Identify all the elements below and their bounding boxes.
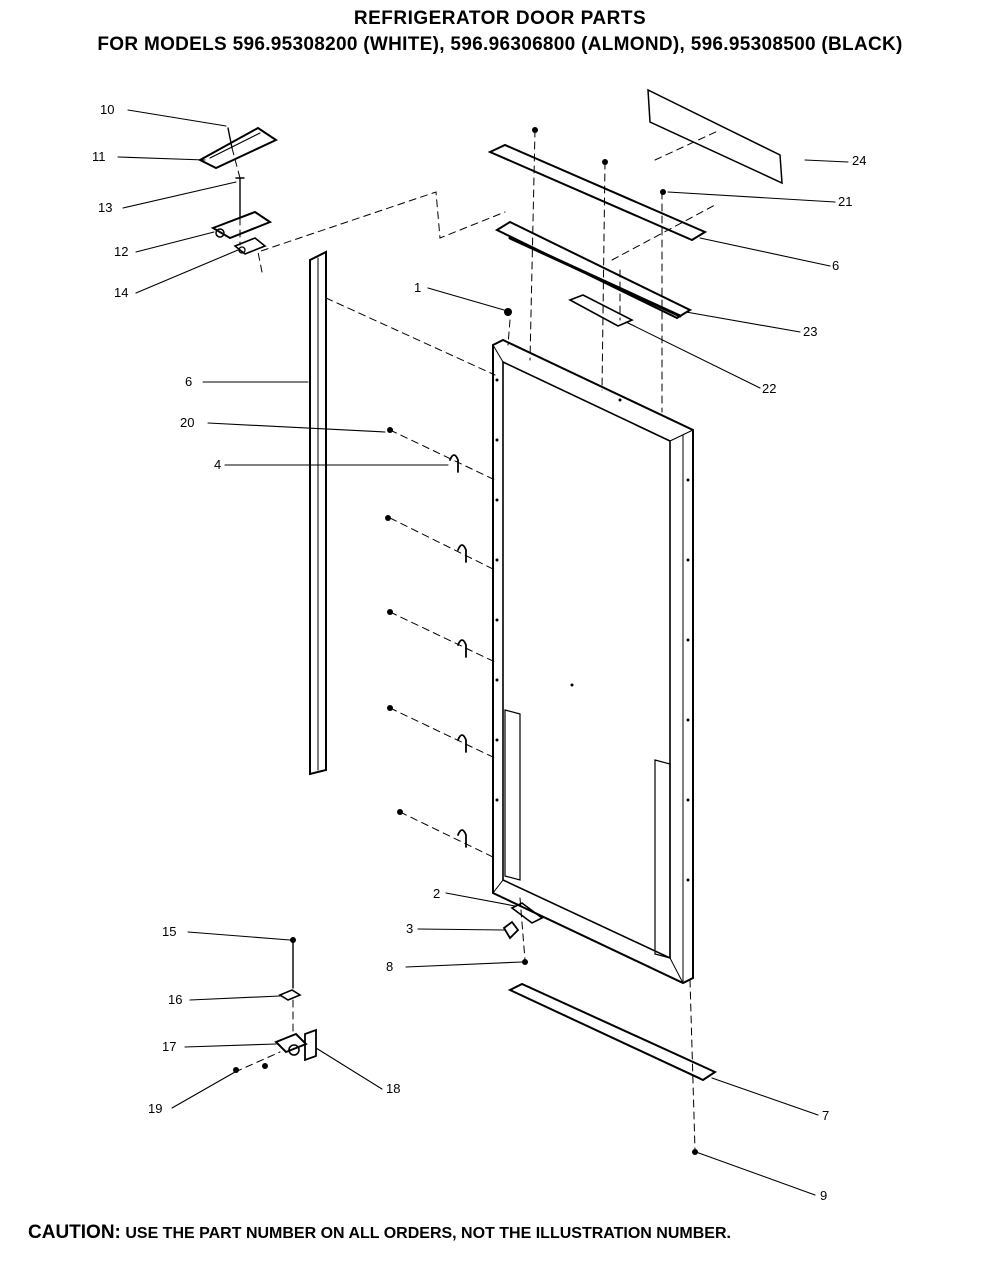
callout-6-trim: 6 (832, 258, 839, 273)
leader-lines (117, 109, 849, 1196)
callout-13: 13 (98, 200, 112, 215)
callout-21: 21 (838, 194, 852, 209)
door-stop-clips (449, 454, 467, 848)
callout-20: 20 (180, 415, 194, 430)
callout-4: 4 (214, 457, 221, 472)
bottom-hinge-assembly (274, 941, 317, 1062)
callout-2: 2 (433, 886, 440, 901)
caution-label: CAUTION: (28, 1222, 121, 1243)
caution-text: USE THE PART NUMBER ON ALL ORDERS, NOT T… (120, 1225, 731, 1242)
callout-23: 23 (803, 324, 817, 339)
callout-15: 15 (162, 924, 176, 939)
callout-17: 17 (162, 1039, 176, 1054)
callout-12: 12 (114, 244, 128, 259)
fasteners (233, 127, 698, 1155)
top-hinge-assembly (197, 126, 279, 255)
bottom-trim-strip (507, 982, 718, 1082)
callout-8: 8 (386, 959, 393, 974)
callout-11: 11 (92, 149, 106, 164)
callout-3: 3 (406, 921, 413, 936)
assembly-dashed-lines (231, 129, 721, 1151)
callout-9: 9 (820, 1188, 827, 1203)
callout-7: 7 (822, 1108, 829, 1123)
diagram-subtitle: FOR MODELS 596.95308200 (WHITE), 596.963… (97, 34, 903, 55)
callout-10: 10 (100, 102, 114, 117)
diagram-title: REFRIGERATOR DOOR PARTS (353, 8, 647, 29)
callout-18: 18 (386, 1081, 400, 1096)
top-trim-strips (487, 88, 783, 327)
bottom-door-parts (502, 902, 544, 940)
callout-1: 1 (414, 280, 421, 295)
caution-note: CAUTION: USE THE PART NUMBER ON ALL ORDE… (28, 1222, 988, 1244)
callout-16: 16 (168, 992, 182, 1007)
callout-24: 24 (852, 153, 866, 168)
callout-6-seal: 6 (185, 374, 192, 389)
callout-19: 19 (148, 1101, 162, 1116)
door-panel (492, 338, 694, 985)
callout-labels: 10 11 13 12 14 1 6 20 4 24 21 6 23 22 2 … (92, 102, 866, 1203)
callout-14: 14 (114, 285, 128, 300)
door-seal-strip (309, 250, 327, 776)
callout-22: 22 (762, 381, 776, 396)
